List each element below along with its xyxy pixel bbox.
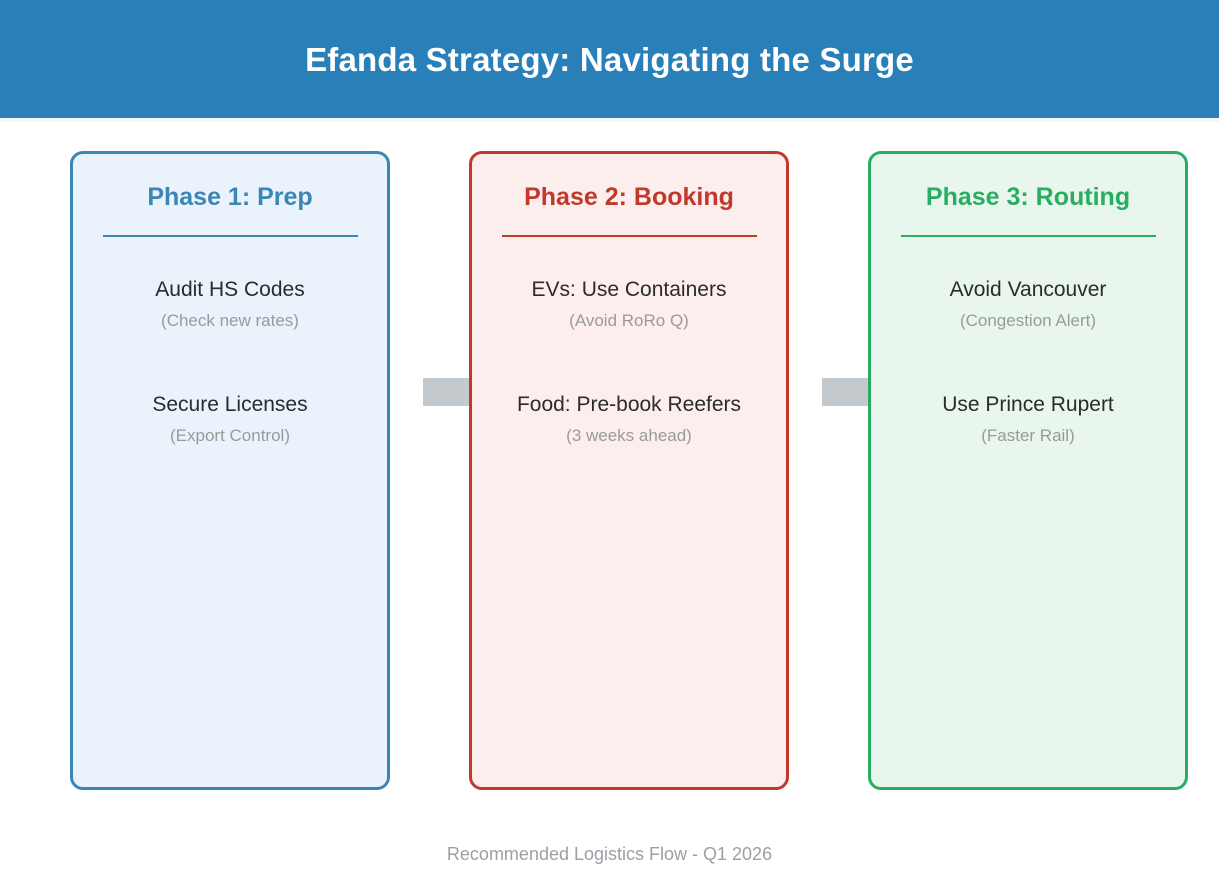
- list-item[interactable]: Use Prince Rupert (Faster Rail): [871, 392, 1185, 447]
- footer-caption: Recommended Logistics Flow - Q1 2026: [446, 844, 773, 864]
- list-item[interactable]: Food: Pre-book Reefers (3 weeks ahead): [472, 392, 786, 447]
- list-item[interactable]: Avoid Vancouver (Congestion Alert): [871, 277, 1185, 332]
- phase-card-1-items: Audit HS Codes (Check new rates) Secure …: [73, 277, 387, 448]
- page-footer: Recommended Logistics Flow - Q1 2026: [0, 845, 1219, 865]
- phase-card-1-item-0-label: Audit HS Codes: [155, 277, 305, 301]
- phase-card-3-item-0-label: Avoid Vancouver: [949, 277, 1107, 301]
- phase-card-3-item-1-sub: (Faster Rail): [981, 426, 1075, 446]
- list-item[interactable]: EVs: Use Containers (Avoid RoRo Q): [472, 277, 786, 332]
- list-item[interactable]: Secure Licenses (Export Control): [73, 392, 387, 447]
- phase-card-1-item-1-sub: (Export Control): [170, 426, 290, 446]
- phase-card-2-item-0-label: EVs: Use Containers: [531, 277, 727, 301]
- phase-card-3[interactable]: Phase 3: Routing Avoid Vancouver (Conges…: [868, 151, 1188, 790]
- phase-card-1[interactable]: Phase 1: Prep Audit HS Codes (Check new …: [70, 151, 390, 790]
- page-title: Efanda Strategy: Navigating the Surge: [305, 40, 914, 78]
- phase-card-1-divider: [102, 234, 358, 237]
- phase-card-2-divider: [501, 234, 757, 237]
- list-item[interactable]: Audit HS Codes (Check new rates): [73, 277, 387, 332]
- phase-card-1-item-0-sub: (Check new rates): [161, 310, 299, 330]
- phase-card-1-item-1-label: Secure Licenses: [152, 392, 308, 416]
- phase-card-3-items: Avoid Vancouver (Congestion Alert) Use P…: [871, 277, 1185, 448]
- phase-card-3-divider: [900, 234, 1156, 237]
- phase-card-2[interactable]: Phase 2: Booking EVs: Use Containers (Av…: [469, 151, 789, 790]
- phase-card-2-item-0-sub: (Avoid RoRo Q): [569, 310, 689, 330]
- phase-card-3-item-0-sub: (Congestion Alert): [959, 310, 1097, 330]
- connector-phase1-phase2: [423, 378, 470, 406]
- phase-card-2-title: Phase 2: Booking: [524, 183, 734, 211]
- phase-card-2-items: EVs: Use Containers (Avoid RoRo Q) Food:…: [472, 277, 786, 448]
- header-underline: [0, 118, 1219, 122]
- phase-board: Phase 1: Prep Audit HS Codes (Check new …: [0, 122, 1219, 822]
- phase-card-1-title: Phase 1: Prep: [147, 183, 313, 211]
- phase-card-3-title: Phase 3: Routing: [925, 183, 1131, 211]
- connector-phase2-phase3: [822, 378, 869, 406]
- phase-card-2-item-1-label: Food: Pre-book Reefers: [516, 392, 742, 416]
- page-header: Efanda Strategy: Navigating the Surge: [0, 0, 1219, 118]
- phase-card-3-item-1-label: Use Prince Rupert: [942, 392, 1114, 416]
- phase-card-2-item-1-sub: (3 weeks ahead): [566, 426, 692, 446]
